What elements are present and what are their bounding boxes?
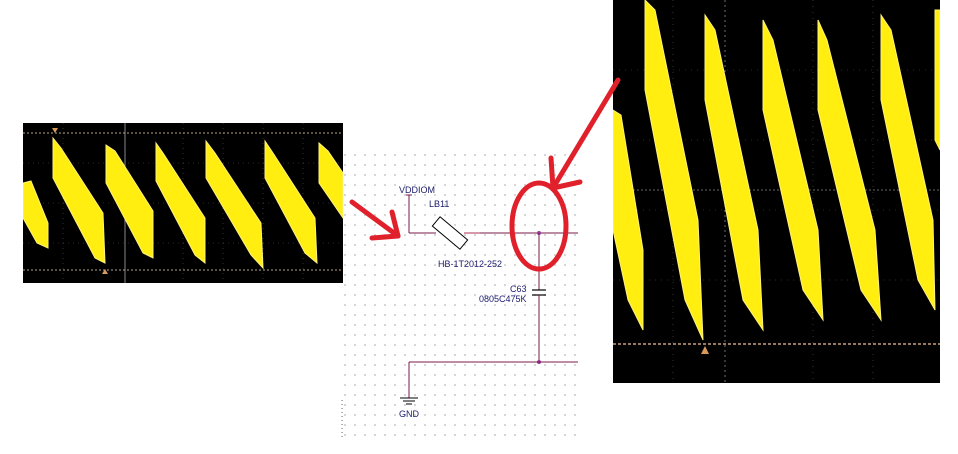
scope-capture-left [23,123,343,283]
inductor-ref-label: LB11 [429,199,450,209]
arrow-input [349,199,401,239]
waveform-left [23,123,343,283]
inductor-value-label: HB-1T2012-252 [438,259,503,269]
net-label-vddiom: VDDIOM [399,185,435,195]
capacitor-value-label: 0805C475K [479,294,527,304]
waveform-right [613,0,940,383]
scope-capture-right [613,0,940,383]
highlight-circle [509,180,569,272]
arrow-output [550,77,621,191]
capacitor-ref-label: C63 [510,284,527,294]
net-label-gnd: GND [399,409,419,419]
